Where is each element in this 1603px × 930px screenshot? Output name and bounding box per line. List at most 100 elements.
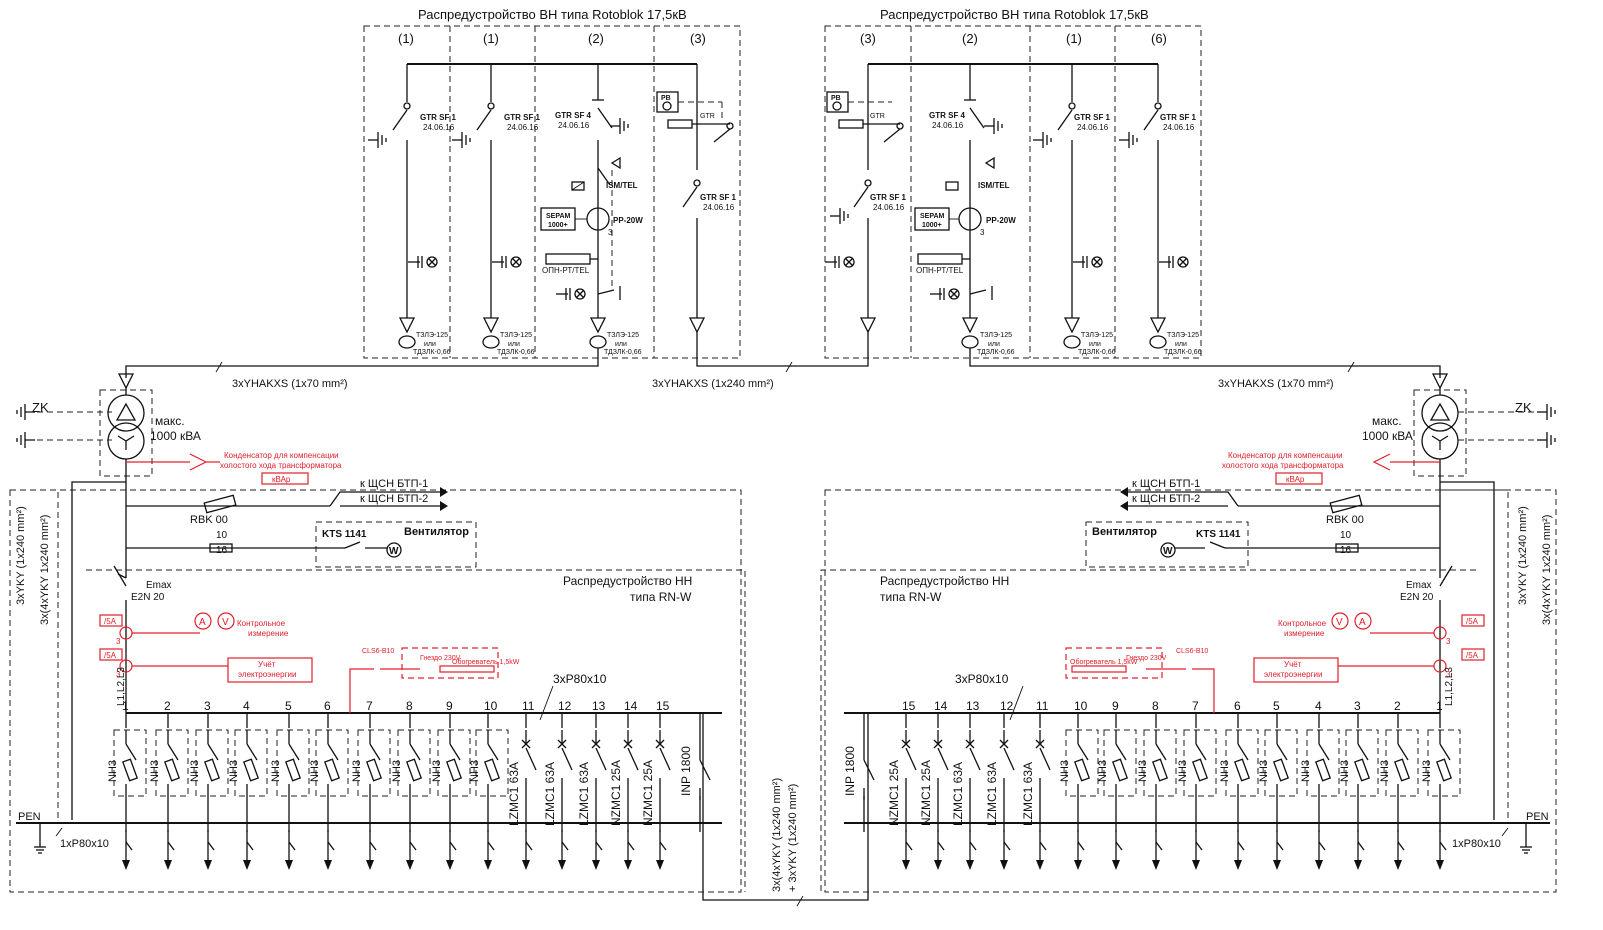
svg-text:/5A: /5A xyxy=(1466,617,1479,626)
svg-text:или: или xyxy=(988,341,1000,348)
svg-text:PEN: PEN xyxy=(18,811,41,823)
svg-text:W: W xyxy=(1163,546,1173,557)
svg-text:Контрольное: Контрольное xyxy=(1278,619,1327,628)
svg-text:V: V xyxy=(222,617,229,628)
left-feeder-number-14: 14 xyxy=(624,699,638,713)
svg-text:3xP80x10: 3xP80x10 xyxy=(955,672,1009,686)
svg-text:Обогреватель 1,5kW: Обогреватель 1,5kW xyxy=(1070,658,1138,666)
svg-text:16: 16 xyxy=(1340,545,1352,556)
left-feeder-number-2: 2 xyxy=(164,699,171,713)
svg-text:Emax: Emax xyxy=(1406,580,1432,591)
svg-text:кВАр: кВАр xyxy=(272,475,291,484)
svg-text:24.06.16: 24.06.16 xyxy=(703,203,735,212)
svg-text:ТДЗЛК-0,66: ТДЗЛК-0,66 xyxy=(1164,349,1202,356)
left-feeder-group: 1NH32NH33NH34NH35NH36NH37NH38NH39NH310NH… xyxy=(107,699,711,871)
hv-right-panel-3: GTR SF 1 24.06.16 ТЗЛЭ-125 или ТДЗЛК-0,6… xyxy=(1032,64,1116,356)
svg-text:10: 10 xyxy=(216,530,228,541)
left-fuse-label-4: NH3 xyxy=(228,760,240,782)
left-feeder-number-6: 6 xyxy=(324,699,331,713)
right-feeder-number-8: 8 xyxy=(1152,699,1159,713)
right-feeder-number-1: 1 xyxy=(1436,699,1443,713)
right-fuse-label-8: NH3 xyxy=(1137,760,1149,782)
svg-text:Учёт: Учёт xyxy=(258,660,276,669)
right-feeder-number-12: 12 xyxy=(1000,699,1014,713)
hv-right-group-2: (2) xyxy=(962,31,978,46)
svg-text:GTR SF 1: GTR SF 1 xyxy=(1160,113,1197,122)
svg-text:Emax: Emax xyxy=(146,580,172,591)
svg-text:ТДЗЛК-0,66: ТДЗЛК-0,66 xyxy=(977,349,1015,356)
svg-text:Вентилятор: Вентилятор xyxy=(1092,526,1157,538)
svg-text:SEPAM: SEPAM xyxy=(546,213,571,220)
lv-switchgear-right: Распредустройство НН типа RN-W 3xYKY (1x… xyxy=(820,478,1557,893)
left-feeder-number-15: 15 xyxy=(656,699,670,713)
left-fuse-label-3: NH3 xyxy=(189,760,201,782)
svg-text:PB: PB xyxy=(831,95,841,102)
svg-text:CLS6-B10: CLS6-B10 xyxy=(362,648,394,655)
zk-right: ZK xyxy=(1515,400,1532,415)
transformer-left-power: 1000 кВА xyxy=(150,429,201,443)
bus-tie: 3x(4xYKY (1x240 mm²) + 3xYKY (1x240 mm²) xyxy=(702,713,869,907)
svg-text:или: или xyxy=(424,341,436,348)
svg-text:RBK 00: RBK 00 xyxy=(1326,514,1364,526)
svg-text:24.06.16: 24.06.16 xyxy=(932,121,964,130)
svg-text:3: 3 xyxy=(116,637,121,646)
right-feeder-number-3: 3 xyxy=(1354,699,1361,713)
right-fuse-label-1: NH3 xyxy=(1421,760,1433,782)
left-breaker-label-16: INP 1800 xyxy=(679,746,693,796)
svg-text:16: 16 xyxy=(216,545,228,556)
svg-text:Гнездо 230V: Гнездо 230V xyxy=(1126,655,1167,662)
svg-text:CLS6-B10: CLS6-B10 xyxy=(1176,648,1208,655)
right-feeder-number-9: 9 xyxy=(1112,699,1119,713)
svg-text:3xYKY (1x240 mm²): 3xYKY (1x240 mm²) xyxy=(1517,506,1529,605)
svg-text:макс.: макс. xyxy=(155,414,185,428)
hv-right-title: Распредустройство ВН типа Rotoblok 17,5к… xyxy=(880,7,1149,22)
svg-text:A: A xyxy=(199,617,206,628)
svg-text:холостого хода трансформатора: холостого хода трансформатора xyxy=(220,461,342,470)
svg-text:3x(4xYKY 1x240 mm²): 3x(4xYKY 1x240 mm²) xyxy=(1541,515,1553,625)
svg-text:Конденсатор для компенсации: Конденсатор для компенсации xyxy=(1228,451,1343,460)
svg-text:3: 3 xyxy=(116,670,121,679)
lv-left-title-2: типа RN-W xyxy=(630,590,692,604)
svg-text:GTR SF 1: GTR SF 1 xyxy=(700,193,737,202)
svg-text:3xP80x10: 3xP80x10 xyxy=(553,672,607,686)
svg-text:3: 3 xyxy=(980,228,985,237)
svg-text:W: W xyxy=(389,546,399,557)
hv-right-panel-2: GTR SF 4 24.06.16 ISM/TEL PP-20W 3 SEPAM… xyxy=(914,64,1016,356)
svg-text:ТДЗЛК-0,66: ТДЗЛК-0,66 xyxy=(1078,349,1116,356)
svg-text:+ 3xYKY (1x240 mm²): + 3xYKY (1x240 mm²) xyxy=(787,784,799,892)
svg-text:24.06.16: 24.06.16 xyxy=(1077,123,1109,132)
hv-right-panel-4: GTR SF 1 24.06.16 ТЗЛЭ-125 или ТДЗЛК-0,6… xyxy=(1118,64,1202,356)
svg-text:3: 3 xyxy=(1446,670,1451,679)
svg-text:A: A xyxy=(1359,617,1366,628)
svg-text:ТЗЛЭ-125: ТЗЛЭ-125 xyxy=(500,332,532,339)
svg-text:холостого хода трансформатора: холостого хода трансформатора xyxy=(1222,461,1344,470)
right-feeder-number-7: 7 xyxy=(1192,699,1199,713)
zk-left: ZK xyxy=(32,400,49,415)
right-fuse-label-7: NH3 xyxy=(1177,760,1189,782)
left-feeder-number-5: 5 xyxy=(285,699,292,713)
svg-text:3x(4xYKY 1x240 mm²): 3x(4xYKY 1x240 mm²) xyxy=(39,515,51,625)
svg-text:1xP80x10: 1xP80x10 xyxy=(60,838,109,850)
svg-text:SEPAM: SEPAM xyxy=(920,213,945,220)
right-breaker-label-14: NZMC1 25A xyxy=(919,760,933,826)
svg-text:RBK 00: RBK 00 xyxy=(190,514,228,526)
cable-right-label: 3xYHAKXS (1x70 mm²) xyxy=(1218,378,1334,390)
svg-text:измерение: измерение xyxy=(1284,629,1325,638)
svg-text:PB: PB xyxy=(661,95,671,102)
svg-text:GTR: GTR xyxy=(870,113,885,120)
left-feeder-number-4: 4 xyxy=(243,699,250,713)
right-breaker-label-11: LZMC1 63A xyxy=(1021,762,1035,826)
right-fuse-label-2: NH3 xyxy=(1379,760,1391,782)
hv-cables: 3xYHAKXS (1x70 mm²) 3xYHAKXS (1x240 mm²)… xyxy=(125,332,1441,390)
